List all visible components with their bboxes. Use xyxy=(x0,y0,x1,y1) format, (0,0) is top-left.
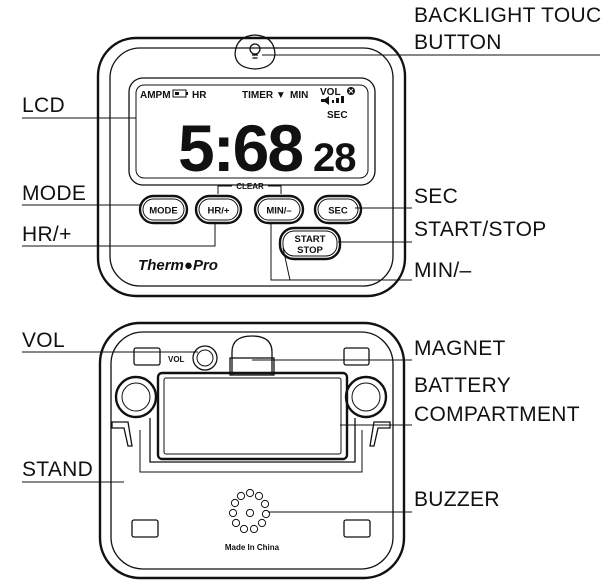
backlight-callout-line2: BUTTON xyxy=(414,31,502,54)
front-body-inner xyxy=(109,47,394,287)
buzzer-grille xyxy=(228,488,271,534)
lcd-sec: SEC xyxy=(327,110,348,121)
sec-button-label: SEC xyxy=(328,206,348,217)
min-leader xyxy=(270,223,412,281)
front-body-outer xyxy=(96,36,407,298)
mode-callout: MODE xyxy=(22,182,86,205)
stand-left-pivot xyxy=(114,375,158,419)
front-view: AMPM HR TIMER ▼ MIN VOL SEC 5:6 xyxy=(96,34,407,298)
sec-button[interactable]: SEC xyxy=(313,194,363,225)
clear-label: CLEAR xyxy=(236,182,264,191)
buzzer-callout: BUZZER xyxy=(414,488,500,511)
back-view: VOL xyxy=(98,321,406,580)
lcd-main-digits: 5:68 xyxy=(178,111,302,185)
top-left-pad xyxy=(133,347,161,366)
lcd-screen: AMPM HR TIMER ▼ MIN VOL SEC 5:6 xyxy=(128,77,376,186)
stand xyxy=(111,375,391,473)
bottom-left-pad xyxy=(131,519,159,538)
magnet-callout: MAGNET xyxy=(414,337,506,360)
lcd-timer: TIMER ▼ xyxy=(242,90,286,101)
backlight-button-housing xyxy=(234,34,276,70)
top-right-pad xyxy=(343,347,370,366)
start-stop-button[interactable]: START STOP xyxy=(278,226,342,261)
battery-callout-line1: BATTERY xyxy=(414,374,511,397)
lcd-ampm: AMPM xyxy=(140,90,171,101)
battery-icon xyxy=(172,89,188,98)
min-minus-button[interactable]: MIN/– xyxy=(253,194,305,225)
lcd-vol: VOL xyxy=(320,87,341,98)
min-minus-button-label: MIN/– xyxy=(266,206,291,217)
mute-icon xyxy=(347,87,355,95)
volume-level-icon xyxy=(321,96,344,105)
hr-plus-button-label: HR/+ xyxy=(208,206,230,217)
mode-button[interactable]: MODE xyxy=(138,194,189,225)
stand-callout: STAND xyxy=(22,458,93,481)
magnet xyxy=(229,335,275,376)
backlight-callout-line1: BACKLIGHT TOUCH xyxy=(414,4,602,27)
battery-compartment xyxy=(156,371,349,461)
hr-leader xyxy=(22,223,216,247)
light-bulb-icon xyxy=(249,43,261,59)
made-in-china-label: Made In China xyxy=(225,543,280,552)
bottom-right-pad xyxy=(343,519,371,538)
lcd-seconds-digits: 28 xyxy=(313,136,356,180)
lcd-hr: HR xyxy=(192,90,207,101)
start-button-label: START xyxy=(295,234,326,245)
callout-labels: BACKLIGHT TOUCH BUTTON LCD MODE HR/+ SEC… xyxy=(22,4,602,511)
battery-callout-line2: COMPARTMENT xyxy=(414,403,580,426)
min-leader-tail xyxy=(282,247,291,281)
min-callout: MIN/– xyxy=(414,259,472,282)
vol-callout: VOL xyxy=(22,329,65,352)
thermopro-logo: Therm●Pro xyxy=(138,257,218,274)
hr-callout: HR/+ xyxy=(22,223,72,246)
backlight-touch-button[interactable] xyxy=(234,34,276,70)
lcd-callout: LCD xyxy=(22,94,65,117)
lcd-bezel xyxy=(128,77,376,186)
back-vol-label: VOL xyxy=(168,355,185,364)
lcd-glass xyxy=(135,84,369,179)
sec-callout: SEC xyxy=(414,185,458,208)
lcd-min: MIN xyxy=(290,90,308,101)
brand-logo-text: Therm●Pro xyxy=(138,257,218,274)
hr-plus-button[interactable]: HR/+ xyxy=(194,194,243,225)
back-body-inner xyxy=(110,331,394,570)
start-stop-callout: START/STOP xyxy=(414,218,547,241)
clear-bracket: CLEAR xyxy=(217,182,282,194)
stop-button-label: STOP xyxy=(297,245,323,256)
leader-lines xyxy=(22,54,600,513)
mode-button-label: MODE xyxy=(149,206,178,217)
volume-switch[interactable] xyxy=(192,345,218,371)
back-body-outer xyxy=(98,321,406,580)
